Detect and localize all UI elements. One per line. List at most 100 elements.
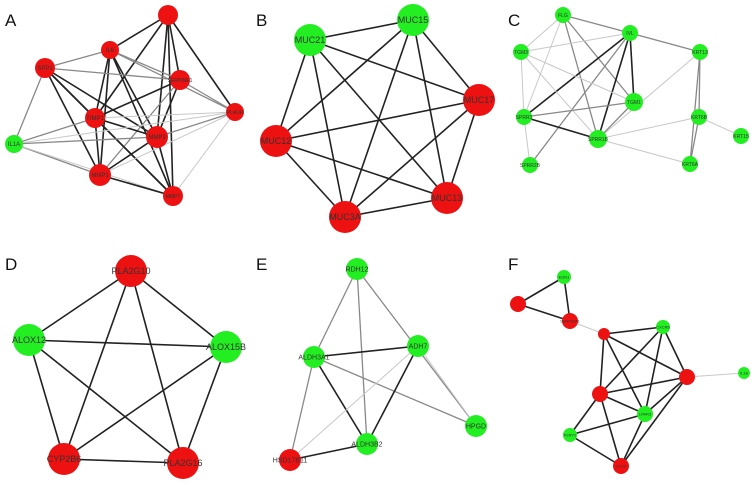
panel-letter: E: [256, 255, 267, 274]
gene-node: [170, 70, 190, 90]
network-edge: [44, 67, 101, 176]
network-edge: [520, 51, 599, 140]
network-edge: [603, 333, 688, 378]
gene-node: [598, 328, 610, 340]
network-edge: [599, 393, 622, 467]
network-edge: [603, 333, 646, 415]
gene-node-label: MUC17: [464, 95, 495, 105]
network-edge: [599, 333, 605, 395]
gene-node: [555, 7, 571, 23]
gene-node: [637, 406, 653, 422]
gene-node-label: ALOX12: [12, 335, 46, 345]
gene-node: [5, 135, 23, 153]
gene-node-label: KRT6B: [691, 115, 708, 121]
network-edge: [344, 99, 480, 218]
panel-letter: C: [508, 11, 520, 30]
network-edge: [94, 79, 181, 119]
gene-node-label: MMP3: [148, 135, 166, 141]
network-edge: [689, 51, 701, 165]
gene-node-label: HSD17B11: [273, 457, 308, 464]
network-edge: [99, 49, 111, 176]
network-edge: [520, 14, 564, 53]
gene-node-label: MUC3A: [329, 212, 361, 222]
network-edge: [94, 49, 111, 119]
network-edge: [63, 346, 227, 460]
network-edge: [644, 326, 664, 415]
network-edge: [520, 32, 631, 53]
network-edge: [620, 376, 688, 467]
network-edge: [179, 79, 236, 113]
gene-node-label: CYP2B6: [47, 454, 82, 464]
gene-node-label: MMP7: [166, 194, 181, 200]
network-edge: [94, 14, 169, 119]
network-edge: [620, 413, 646, 467]
network-edge: [599, 376, 688, 395]
network-edge: [289, 345, 419, 461]
network-edge: [597, 51, 701, 140]
network-edge: [599, 393, 646, 415]
network-edge: [44, 67, 181, 81]
gene-node: [562, 313, 578, 329]
gene-node-label: FLG: [558, 13, 568, 19]
gene-node-label: MUC12: [261, 136, 292, 146]
panel-c: C FLGIVLKRT13TGM3TGM1SPRR3SPRR1BKRT6BKRT…: [508, 7, 749, 173]
gene-node-label: CCL5: [616, 464, 627, 469]
network-edge: [99, 79, 181, 176]
network-edge: [309, 39, 480, 101]
gene-node-label: PLAUR: [227, 110, 244, 116]
gene-node: [592, 386, 608, 402]
network-edge: [289, 443, 368, 461]
gene-node: [679, 369, 695, 385]
network-edge: [344, 197, 448, 218]
gene-node-label: LPAR3: [639, 412, 652, 417]
gene-node: [407, 335, 429, 357]
gene-node: [692, 44, 708, 60]
gene-node-label: HPGD: [466, 423, 486, 430]
network-edge: [356, 268, 368, 445]
network-edge: [167, 14, 181, 81]
gene-node: [516, 109, 532, 125]
network-edge: [13, 136, 158, 145]
gene-node-label: SPP1: [37, 66, 53, 72]
gene-node: [85, 108, 105, 128]
network-edge: [109, 49, 158, 138]
gene-node-label: IL6: [106, 48, 115, 54]
network-edge: [523, 116, 599, 140]
gene-node: [613, 458, 629, 474]
gene-node-label: SPRR1B: [588, 137, 609, 143]
gene-node-label: TIMP1: [86, 116, 104, 122]
gene-node: [356, 433, 378, 455]
gene-node-label: TGM3: [514, 50, 528, 56]
gene-node-label: PLA2G16: [163, 458, 202, 468]
gene-node: [163, 186, 183, 206]
panel-letter: F: [508, 255, 518, 274]
gene-node-label: TGM1: [627, 100, 641, 106]
gene-node: [48, 443, 80, 475]
network-edge: [417, 345, 477, 427]
gene-node-label: SERPINE1: [168, 78, 193, 84]
network-edge: [344, 19, 414, 218]
gene-node-label: MUC13: [432, 193, 463, 203]
gene-node: [260, 125, 292, 157]
gene-node: [167, 447, 199, 479]
gene-node: [465, 415, 487, 437]
network-edge: [597, 116, 700, 140]
network-edge: [603, 326, 664, 335]
gene-node: [738, 367, 750, 379]
network-edge: [130, 270, 227, 348]
network-edge: [529, 32, 631, 166]
gene-node-label: IL18: [740, 371, 749, 376]
network-edge: [412, 19, 480, 101]
network-edge: [156, 111, 236, 138]
gene-node: [226, 103, 244, 121]
network-edge: [182, 346, 227, 464]
gene-node: [146, 126, 168, 148]
gene-node-label: ALOX15B: [206, 342, 246, 352]
network-edge: [28, 339, 227, 348]
network-edge: [569, 434, 622, 467]
network-edge: [523, 14, 564, 118]
gene-node: [397, 4, 429, 36]
gene-node: [656, 320, 670, 334]
network-edge: [313, 356, 368, 445]
